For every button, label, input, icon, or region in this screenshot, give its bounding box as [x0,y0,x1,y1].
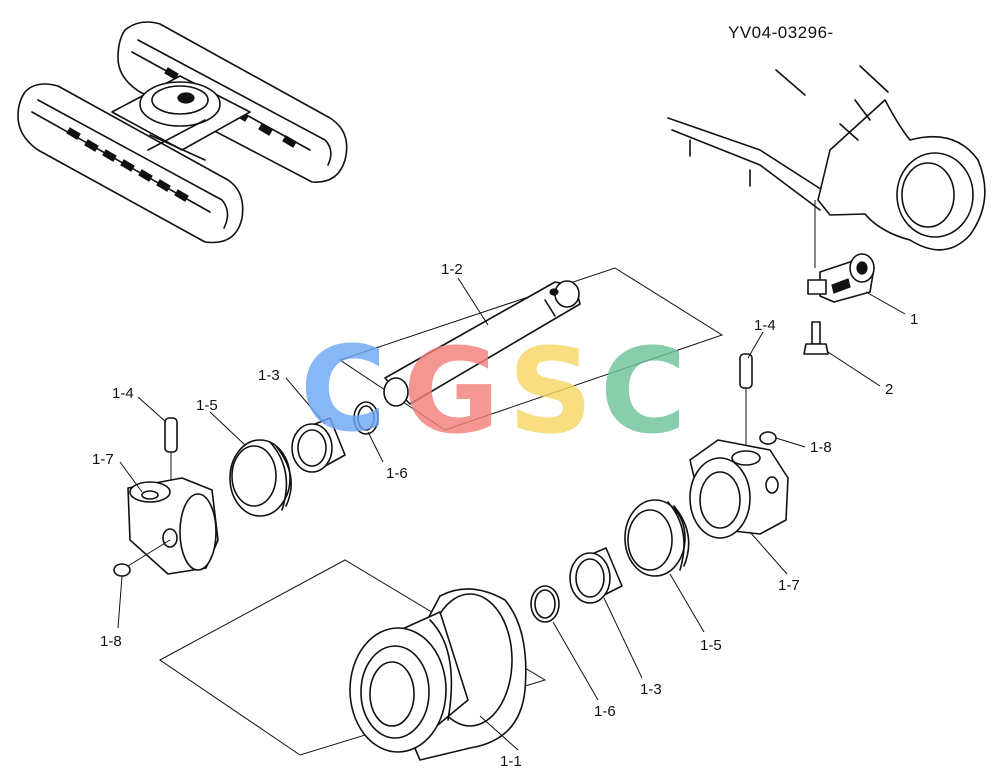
part-1-5-seal-right [624,499,690,577]
shaft-plane [338,267,724,431]
drawing-code: YV04-03296- [728,23,834,42]
part-1-3-bushing-lower [569,547,623,604]
part-1-2-shaft [383,280,581,407]
callout-1-5-right: 1-5 [700,637,722,654]
watermark-letter-c2: C [600,322,687,460]
part-1-4-pin-right [739,353,753,450]
callout-1-7-right: 1-7 [778,577,800,594]
callout-1-7-left: 1-7 [92,451,114,468]
watermark-letter-s: S [508,322,593,460]
callout-1-5-left: 1-5 [196,397,218,414]
part-1-5-seal-left [229,439,292,517]
part-1-8-plug-right [759,431,777,445]
callout-1-3-lower: 1-3 [640,681,662,698]
callout-1-6-lower: 1-6 [594,703,616,720]
track-frame-section [667,65,986,251]
part-1-assembly [807,200,875,303]
callout-1-6-upper: 1-6 [386,465,408,482]
watermark-letter-g: G [403,322,500,460]
callout-1: 1 [910,311,918,328]
callout-1-1: 1-1 [500,753,522,770]
part-1-6-oring-lower [530,585,560,623]
callout-1-2: 1-2 [441,261,463,278]
callout-labels: 1 2 1-2 1-3 1-4 1-5 1-6 1-7 1-8 1-4 1-8 … [92,261,918,770]
part-1-7-collar-right [689,439,789,539]
callout-1-8-left: 1-8 [100,633,122,650]
undercarriage-overview [17,21,348,244]
part-1-1-track-roller [349,588,527,761]
roller-plane [159,559,547,756]
part-1-8-plug-left [113,539,171,577]
callout-2: 2 [885,381,893,398]
part-1-7-collar-left [127,477,219,575]
callout-1-8-right: 1-8 [810,439,832,456]
cgsc-watermark: C G S C [300,320,687,460]
leader-lines [117,277,906,751]
callout-1-4-right: 1-4 [754,317,776,334]
callout-1-3-upper: 1-3 [258,367,280,384]
callout-1-4-left: 1-4 [112,385,134,402]
part-2-bolt [803,321,829,355]
part-1-3-bushing-upper [291,417,346,473]
part-1-6-oring-upper [353,401,379,435]
watermark-letter-c1: C [300,320,387,458]
